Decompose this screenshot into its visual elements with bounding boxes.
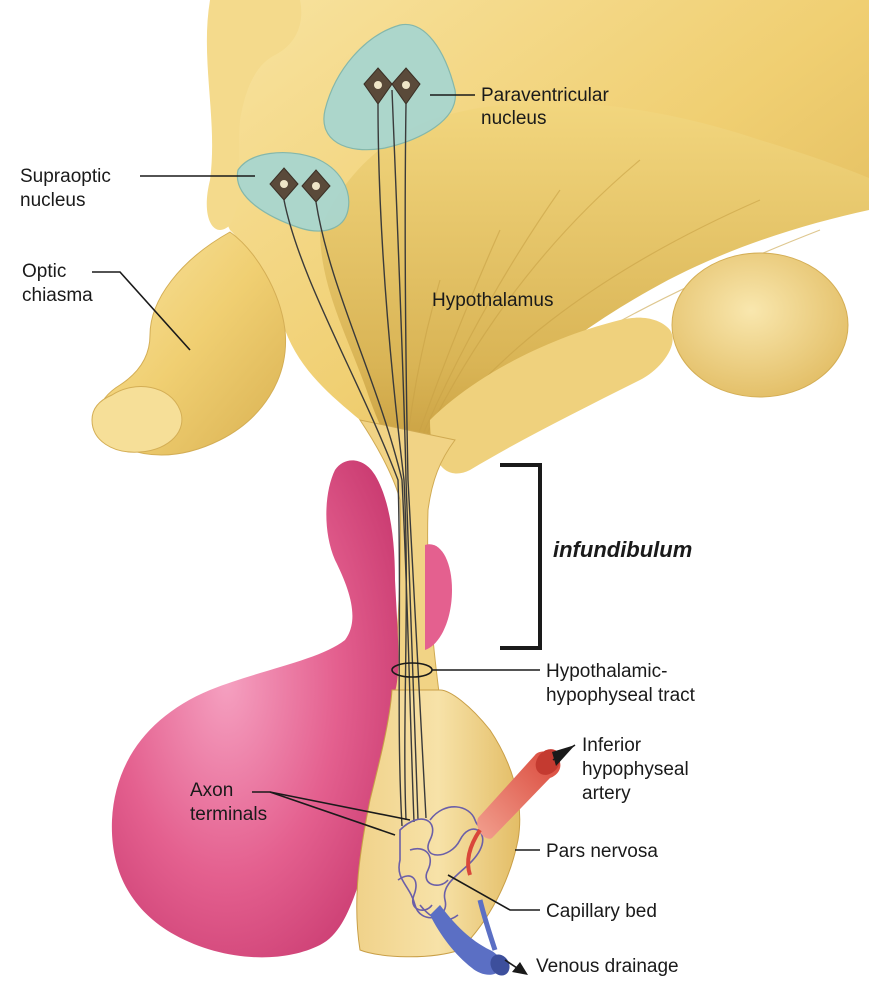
- anterior-pituitary: [112, 460, 399, 957]
- label-capillary-bed: Capillary bed: [546, 901, 657, 922]
- label-venous-drainage: Venous drainage: [536, 956, 679, 977]
- label-axon-line1: Axon: [190, 780, 233, 801]
- label-optic-line2: chiasma: [22, 285, 93, 306]
- label-pars-nervosa: Pars nervosa: [546, 841, 658, 862]
- label-axon-line2: terminals: [190, 804, 267, 825]
- label-optic-line1: Optic: [22, 261, 66, 282]
- label-paraventricular-line1: Paraventricular: [481, 85, 609, 106]
- infundibulum-bracket: [500, 465, 540, 648]
- label-tract-line2: hypophyseal tract: [546, 685, 696, 706]
- label-supraoptic-line2: nucleus: [20, 190, 86, 211]
- pars-tuberalis: [425, 544, 452, 650]
- label-paraventricular-line2: nucleus: [481, 108, 547, 129]
- label-supraoptic-line1: Supraoptic: [20, 166, 111, 187]
- label-artery-line1: Inferior: [582, 735, 642, 756]
- mammillary-body: [672, 253, 848, 397]
- label-tract-line1: Hypothalamic-: [546, 661, 667, 682]
- label-artery-line3: artery: [582, 783, 631, 804]
- label-infundibulum: infundibulum: [553, 537, 692, 562]
- label-artery-line2: hypophyseal: [582, 759, 689, 780]
- vein-arrow: [512, 962, 528, 975]
- label-hypothalamus: Hypothalamus: [432, 290, 553, 311]
